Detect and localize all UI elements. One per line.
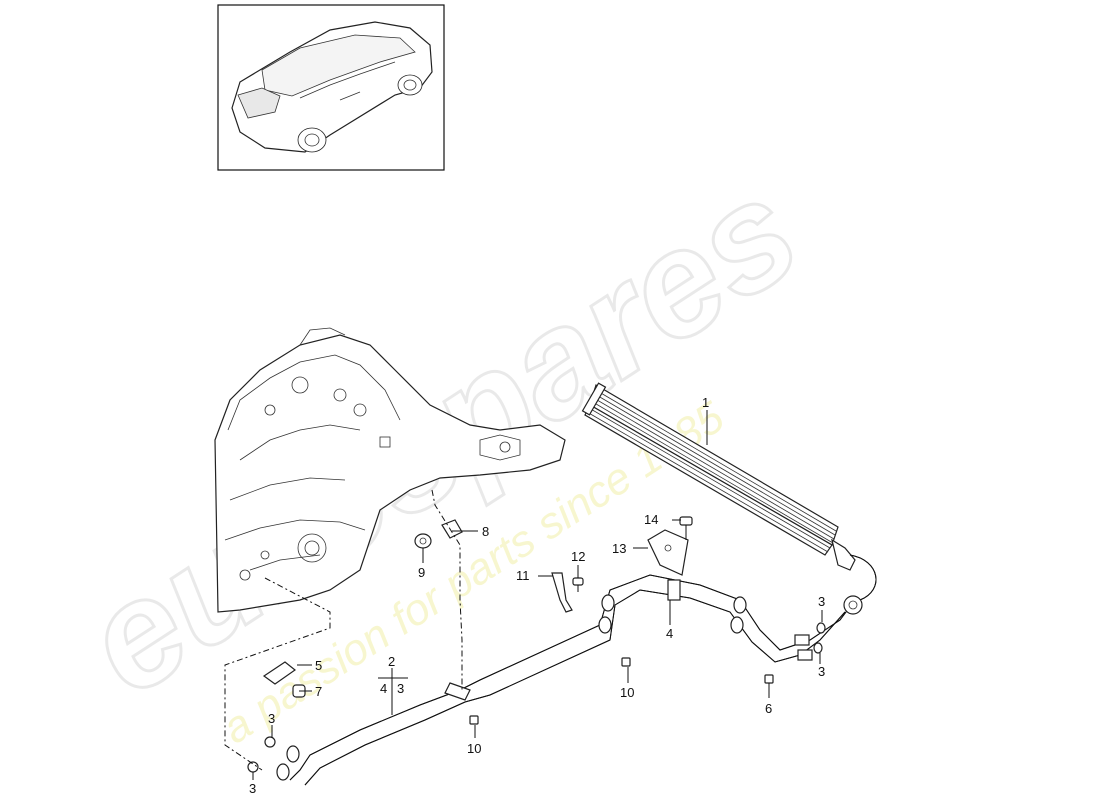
callout-2-sub-4[interactable]: 4 xyxy=(380,681,387,696)
callout-2-sub-3[interactable]: 3 xyxy=(397,681,404,696)
callout-10-right[interactable]: 10 xyxy=(620,685,634,700)
clip-5 xyxy=(262,661,297,685)
callout-12[interactable]: 12 xyxy=(571,549,585,564)
callout-5[interactable]: 5 xyxy=(315,658,322,673)
reference-lines xyxy=(224,489,463,771)
callout-11[interactable]: 11 xyxy=(516,568,530,583)
bracket-11 xyxy=(551,572,573,613)
callout-labels: 1 2 4 3 3 3 3 3 4 5 6 7 8 9 10 10 11 12 … xyxy=(249,395,825,796)
bolt-12 xyxy=(572,577,584,592)
bolt-14 xyxy=(679,516,693,540)
callout-2[interactable]: 2 xyxy=(388,654,395,669)
callout-4[interactable]: 4 xyxy=(666,626,673,641)
vehicle-overview-inset xyxy=(217,4,445,171)
transmission-assembly xyxy=(214,327,566,613)
callout-6[interactable]: 6 xyxy=(765,701,772,716)
car-outline-icon xyxy=(231,21,433,153)
callout-13[interactable]: 13 xyxy=(612,541,626,556)
callout-14[interactable]: 14 xyxy=(644,512,658,527)
bolt-10b xyxy=(469,715,479,725)
leader-lines xyxy=(252,410,823,780)
cooler-lines xyxy=(276,554,877,786)
bolt-10a xyxy=(621,657,631,667)
bracket-13 xyxy=(647,529,689,576)
callout-3-upper-left[interactable]: 3 xyxy=(268,711,275,726)
callout-7[interactable]: 7 xyxy=(315,684,322,699)
bolt-6 xyxy=(764,674,774,684)
callout-10-left[interactable]: 10 xyxy=(467,741,481,756)
nut-9 xyxy=(414,533,432,549)
callout-9[interactable]: 9 xyxy=(418,565,425,580)
callout-3-lower-right[interactable]: 3 xyxy=(818,664,825,679)
oil-cooler xyxy=(581,382,856,571)
callout-3-upper-right[interactable]: 3 xyxy=(818,594,825,609)
callout-1[interactable]: 1 xyxy=(702,395,709,410)
callout-8[interactable]: 8 xyxy=(482,524,489,539)
callout-3-lower-left[interactable]: 3 xyxy=(249,781,256,796)
